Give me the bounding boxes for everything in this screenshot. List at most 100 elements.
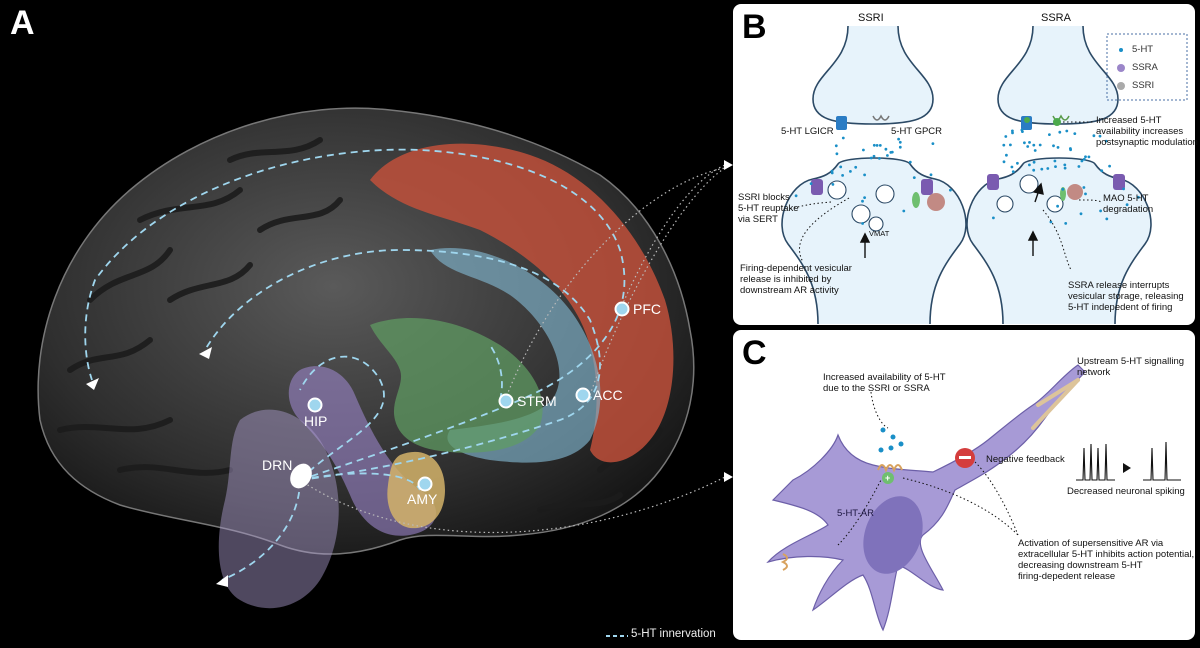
5ht-molecule <box>1065 129 1069 133</box>
5ht-molecule <box>1077 165 1081 168</box>
5ht-molecule <box>897 137 900 141</box>
5ht-molecule <box>1011 129 1014 133</box>
5ht-molecule <box>861 222 864 225</box>
5ht-molecule <box>1009 143 1012 147</box>
5ht-molecule <box>1061 187 1065 191</box>
drn-label: DRN <box>262 457 293 473</box>
amy-region <box>387 451 445 529</box>
5ht-molecule <box>884 147 888 151</box>
innervation-paths <box>84 148 626 581</box>
5ht-molecule <box>1105 217 1109 221</box>
region-markers <box>290 301 630 492</box>
synapse-diagram <box>781 25 1188 325</box>
firing-label: Firing-dependent vesicular release is in… <box>740 263 852 296</box>
increased-label: Increased 5-HT availability increases po… <box>1096 115 1198 148</box>
5ht-molecule <box>902 209 906 213</box>
5ht-molecule <box>849 170 852 173</box>
5ht-molecule <box>878 144 882 147</box>
5ht-molecule <box>869 156 873 160</box>
5ht-molecule <box>898 145 902 149</box>
5ht-molecule <box>1087 155 1091 159</box>
5ht-molecule <box>1010 165 1014 169</box>
5ht-molecule <box>862 148 865 152</box>
5ht-molecule <box>1100 169 1104 173</box>
vmat-label: VMAT <box>869 229 890 238</box>
bottom-receptor <box>780 553 788 571</box>
gpcr-label: 5-HT GPCR <box>891 126 943 137</box>
legend-ssri-dot <box>1117 82 1125 90</box>
5ht-molecule <box>929 173 933 177</box>
5ht-molecule <box>830 171 834 175</box>
legend-5ht-dot <box>1119 48 1123 52</box>
5ht-molecule <box>1098 134 1102 138</box>
panel-b: SSRI SSRA 5-HT SSRA SSRI 5-HT LGICR 5-HT… <box>733 4 1198 325</box>
label-leaders <box>787 121 1102 271</box>
svg-text:+: + <box>885 473 890 483</box>
5ht-molecule <box>1080 159 1084 163</box>
5ht-molecule <box>992 216 995 220</box>
5ht-molecule <box>1040 167 1044 171</box>
5ht-molecule <box>1026 145 1030 148</box>
upstream-label: Upstream 5-HT signalling network <box>1077 356 1185 378</box>
5ht-molecule <box>1049 220 1053 224</box>
5ht-molecule <box>1033 149 1037 152</box>
5ht-molecule <box>831 183 835 186</box>
5ht-molecule <box>1032 143 1036 147</box>
5ht-molecule <box>931 142 935 146</box>
pfc-label: PFC <box>633 301 661 317</box>
acc-label: ACC <box>593 387 623 403</box>
nucleus <box>863 496 923 574</box>
5ht-molecule <box>1038 143 1042 147</box>
5ht-molecule <box>1002 143 1006 147</box>
ssra-release-label: SSRA release interrupts vesicular storag… <box>1068 280 1184 313</box>
5ht-molecule <box>1056 204 1059 208</box>
panel-a-letter: A <box>10 4 35 42</box>
legend-ssra-dot <box>1117 64 1125 72</box>
5ht-molecule <box>1054 165 1057 169</box>
legend-ssri-label: SSRI <box>1132 80 1155 91</box>
legend-5ht-label: 5-HT <box>1132 44 1154 55</box>
5ht-molecule <box>1092 134 1096 138</box>
innervation-legend: 5-HT innervation <box>605 626 735 644</box>
5ht-molecule <box>809 182 813 186</box>
5ht-molecule <box>1048 133 1051 137</box>
5ht-molecule <box>1032 160 1036 164</box>
leader-arrows <box>724 160 733 482</box>
5ht-molecule <box>1011 131 1014 135</box>
5ht-molecule <box>1046 167 1050 170</box>
5ht-molecule <box>834 144 838 148</box>
5ht-molecule <box>1063 163 1067 167</box>
spike-arrow-icon <box>1123 463 1131 473</box>
5ht-molecule <box>1005 153 1008 157</box>
panel-c-letter: C <box>742 334 767 372</box>
5ht-molecule <box>1079 212 1083 216</box>
dashed-line-icon <box>606 635 628 637</box>
5ht-molecule <box>1058 130 1062 134</box>
5ht-molecule <box>863 173 866 177</box>
5ht-molecule <box>1069 148 1072 152</box>
5ht-molecule <box>912 176 916 180</box>
5ht-molecule <box>875 144 879 147</box>
5ht-molecule <box>1023 141 1026 145</box>
5ht-molecule <box>1084 155 1087 159</box>
5ht-molecule <box>1099 209 1102 213</box>
5ht-molecule <box>878 157 881 160</box>
neuron-body <box>766 364 1086 632</box>
innervation-arrowheads <box>86 347 228 587</box>
5ht-molecule <box>1063 166 1067 170</box>
5ht-molecule <box>841 136 845 140</box>
strm-label: STRM <box>517 393 557 409</box>
lgicr-label: 5-HT LGICR <box>781 126 834 137</box>
5ht-molecule <box>1032 168 1036 172</box>
decreased-spiking-label: Decreased neuronal spiking <box>1067 486 1185 497</box>
5ht-molecule <box>886 154 889 157</box>
spike-trains <box>1076 441 1181 481</box>
5ht-molecule <box>839 165 843 169</box>
5ht-molecule <box>1020 128 1024 132</box>
5ht-molecule <box>1122 187 1125 191</box>
5ht-molecule <box>1052 144 1055 148</box>
acc-region <box>430 248 601 463</box>
5ht-molecule <box>1082 186 1086 189</box>
5ht-molecule <box>890 150 894 154</box>
